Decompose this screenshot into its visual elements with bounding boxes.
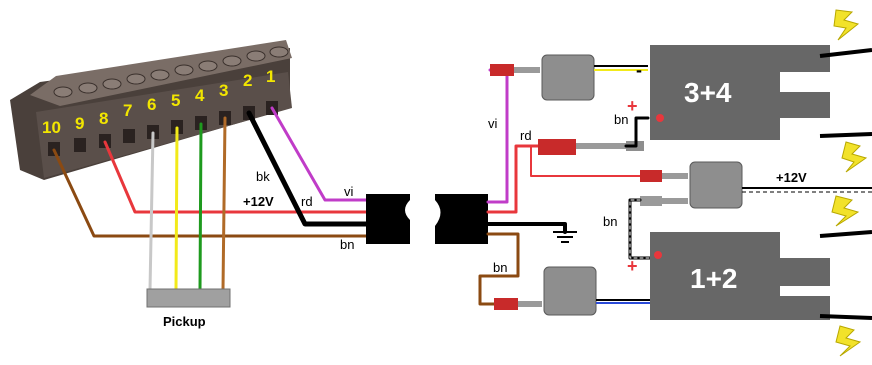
spark-icon: [835, 325, 862, 357]
wire-green-pin4: [198, 122, 203, 292]
coil-top-plus: +: [627, 96, 638, 116]
label-12v-left: +12V: [243, 194, 274, 209]
label-bk-left: bk: [256, 169, 270, 184]
wire-white-pin6: [148, 131, 155, 292]
wire-red-pin8: [103, 140, 374, 214]
wire-brown-pin10: [52, 148, 374, 238]
pin-number-2: 2: [243, 71, 252, 90]
label-12v-right: +12V: [776, 170, 807, 185]
terminal-block: 10 9 8 7 6 5 4 3 2 1: [10, 40, 292, 180]
label-bn-coil-top: bn: [614, 112, 628, 127]
plug-top-left: [490, 54, 648, 101]
coil-label-3-4: 3+4: [684, 77, 732, 108]
pin-number-6: 6: [147, 95, 156, 114]
spark-icon: [841, 141, 868, 173]
pickup-sensor: Pickup: [146, 288, 231, 329]
ground-icon: [553, 231, 577, 243]
wire-violet-pin1: [270, 106, 374, 202]
label-bn-bottom: bn: [603, 214, 617, 229]
coil-3-4: 3+4 + -: [627, 45, 830, 140]
pin-number-3: 3: [219, 81, 228, 100]
pickup-label: Pickup: [163, 314, 206, 329]
wire-red-12v-branch: [530, 145, 641, 177]
wire-violet-right: [486, 68, 509, 204]
wire-link-middle: [628, 198, 652, 260]
label-vi-left: vi: [344, 184, 354, 199]
wire-brown-right: [478, 232, 520, 306]
spark-icons: [831, 9, 868, 357]
label-vi-right: vi: [488, 116, 498, 131]
spark-icon: [833, 9, 860, 41]
coil-bottom-plus: +: [627, 256, 638, 276]
wire-link-middle-white: [629, 199, 651, 259]
plug-middle-grey: [640, 196, 688, 206]
coil-label-1-2: 1+2: [690, 263, 738, 294]
pin-number-1: 1: [266, 67, 275, 86]
label-bn-right: bn: [493, 260, 507, 275]
label-rd-left: rd: [301, 194, 313, 209]
pin-number-9: 9: [75, 114, 84, 133]
coil-top-minus: -: [636, 60, 642, 80]
connector-right-half: [435, 194, 488, 244]
pin-number-5: 5: [171, 91, 180, 110]
wire-yellow-pin5: [174, 126, 179, 292]
wire-link-top: [624, 116, 650, 148]
label-bn-left: bn: [340, 237, 354, 252]
pin-number-7: 7: [123, 101, 132, 120]
spark-icon: [831, 195, 860, 227]
plug-12v: [640, 161, 872, 209]
terminal-screws: [53, 46, 289, 98]
pin-number-10: 10: [42, 118, 61, 137]
left-wires: [52, 106, 375, 292]
pin-number-8: 8: [99, 109, 108, 128]
pin-number-4: 4: [195, 86, 205, 105]
coil-1-2: 1+2 +: [627, 232, 830, 320]
plug-bottom-left: [494, 266, 650, 316]
wire-black-pin2: [246, 110, 375, 227]
wire-black-ground: [486, 222, 567, 234]
connector-left-half: [366, 194, 410, 244]
wire-orangebrown-pin3: [221, 116, 227, 292]
ht-leads: [819, 48, 872, 320]
label-rd-right: rd: [520, 128, 532, 143]
wire-red-right: [486, 144, 540, 214]
